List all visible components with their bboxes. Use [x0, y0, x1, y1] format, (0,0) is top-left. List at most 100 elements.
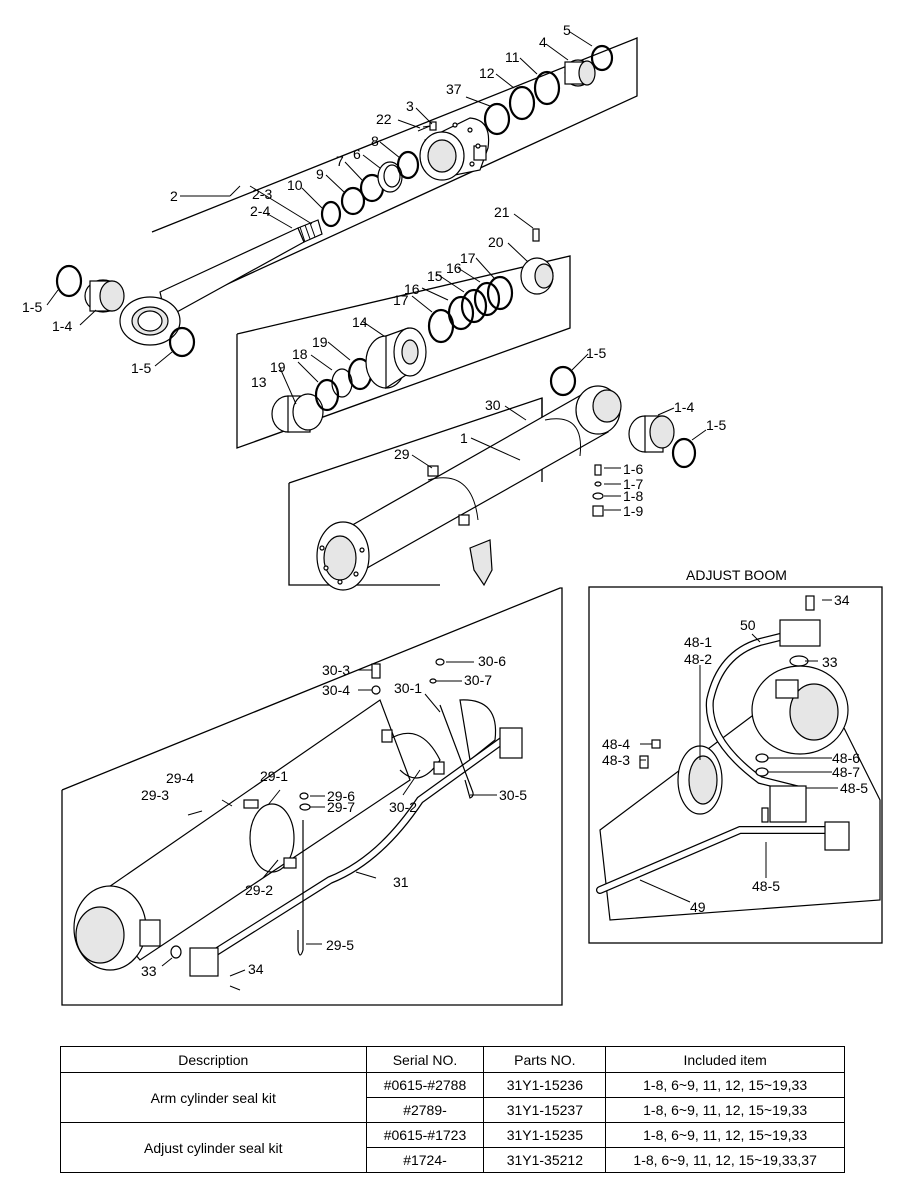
- parts-no-cell: 31Y1-15236: [483, 1072, 607, 1098]
- panel-frames: [61, 37, 883, 1006]
- callout-29: 29: [394, 446, 410, 462]
- cylinder-head-parts: [320, 44, 614, 228]
- callout-1-9: 1-9: [623, 503, 643, 519]
- adjust-boom-title: ADJUST BOOM: [686, 567, 787, 583]
- callout-19: 19: [270, 359, 286, 375]
- table-row: Arm cylinder seal kit #0615-#2788 31Y1-1…: [60, 1072, 845, 1123]
- callout-18: 18: [292, 346, 308, 362]
- included-item-cell: 1-8, 6~9, 11, 12, 15~19,33: [605, 1072, 845, 1098]
- callout-30: 30: [485, 397, 501, 413]
- callout-29-7: 29-7: [327, 799, 355, 815]
- kit-description: Adjust cylinder seal kit: [60, 1122, 367, 1173]
- callout-48-6: 48-6: [832, 750, 860, 766]
- header-description: Description: [60, 1046, 367, 1073]
- serial-no-cell: #1724-: [365, 1147, 485, 1173]
- callout-8: 8: [371, 133, 379, 149]
- callout-34: 34: [834, 592, 850, 608]
- callout-1-5: 1-5: [22, 299, 42, 315]
- callout-labels: 1 1-4 1-4 1-5 1-5 1-5 1-5 1-6 1-7 1-8 1-…: [22, 22, 868, 979]
- callout-49: 49: [690, 899, 706, 915]
- rod-end-bushings: [55, 264, 196, 358]
- included-item-cell: 1-8, 6~9, 11, 12, 15~19,33,37: [605, 1147, 845, 1173]
- callout-50: 50: [740, 617, 756, 633]
- kit-description: Arm cylinder seal kit: [60, 1072, 367, 1123]
- serial-no-cell: #0615-#2788: [365, 1072, 485, 1098]
- callout-10: 10: [287, 177, 303, 193]
- serial-no-cell: #0615-#1723: [365, 1122, 485, 1148]
- piston-rod-assembly: [119, 219, 323, 346]
- callout-2: 2: [170, 188, 178, 204]
- exploded-parts-diagram: 1 1-4 1-4 1-5 1-5 1-5 1-5 1-6 1-7 1-8 1-…: [22, 22, 883, 1006]
- callout-9: 9: [316, 166, 324, 182]
- callout-16: 16: [446, 260, 462, 276]
- callout-7: 7: [336, 153, 344, 169]
- seal-kit-table: Description Serial NO. Parts NO. Include…: [60, 1046, 845, 1173]
- table-header-row: Description Serial NO. Parts NO. Include…: [60, 1046, 845, 1073]
- callout-1-6: 1-6: [623, 461, 643, 477]
- callout-20: 20: [488, 234, 504, 250]
- callout-33: 33: [822, 654, 838, 670]
- callout-12: 12: [479, 65, 495, 81]
- callout-30-4: 30-4: [322, 682, 350, 698]
- callout-11: 11: [505, 49, 520, 65]
- callout-33: 33: [141, 963, 157, 979]
- pipe-detail-view: [73, 658, 523, 991]
- callout-48-1: 48-1: [684, 634, 712, 650]
- included-item-cell: 1-8, 6~9, 11, 12, 15~19,33: [605, 1122, 845, 1148]
- callout-1-7: 1-7: [623, 476, 643, 492]
- callout-17: 17: [460, 250, 476, 266]
- callout-30-7: 30-7: [464, 672, 492, 688]
- callout-1-5: 1-5: [586, 345, 606, 361]
- header-serial-no: Serial NO.: [365, 1046, 485, 1073]
- callout-29-1: 29-1: [260, 768, 288, 784]
- callout-29-6: 29-6: [327, 788, 355, 804]
- parts-no-cell: 31Y1-15237: [483, 1097, 607, 1123]
- cylinder-tube: [316, 365, 697, 591]
- callout-2-4: 2-4: [250, 203, 270, 219]
- header-included-item: Included item: [605, 1046, 845, 1073]
- callout-30-5: 30-5: [499, 787, 527, 803]
- callout-48-3: 48-3: [602, 752, 630, 768]
- parts-no-cell: 31Y1-15235: [483, 1122, 607, 1148]
- callout-3: 3: [406, 98, 414, 114]
- callout-30-2: 30-2: [389, 799, 417, 815]
- callout-34: 34: [248, 961, 264, 977]
- callout-19: 19: [312, 334, 328, 350]
- callout-22: 22: [376, 111, 392, 127]
- callout-48-5: 48-5: [752, 878, 780, 894]
- piston-parts: [271, 228, 554, 433]
- table-row: Adjust cylinder seal kit #0615-#1723 31Y…: [60, 1122, 845, 1173]
- callout-30-1: 30-1: [394, 680, 422, 696]
- serial-no-cell: #2789-: [365, 1097, 485, 1123]
- callout-14: 14: [352, 314, 368, 330]
- callout-1: 1: [460, 430, 468, 446]
- callout-30-6: 30-6: [478, 653, 506, 669]
- table-row: #2789- 31Y1-15237 1-8, 6~9, 11, 12, 15~1…: [61, 1097, 845, 1123]
- callout-1-4: 1-4: [52, 318, 72, 334]
- callout-30-3: 30-3: [322, 662, 350, 678]
- callout-1-8: 1-8: [623, 488, 643, 504]
- callout-31: 31: [393, 874, 409, 890]
- callout-17: 17: [393, 292, 409, 308]
- callout-48-5: 48-5: [840, 780, 868, 796]
- callout-37: 37: [446, 81, 462, 97]
- adjust-boom-detail-view: [596, 595, 881, 921]
- included-item-cell: 1-8, 6~9, 11, 12, 15~19,33: [605, 1097, 845, 1123]
- callout-6: 6: [353, 146, 361, 162]
- callout-1-5: 1-5: [706, 417, 726, 433]
- callout-2-3: 2-3: [252, 186, 272, 202]
- leader-lines: [46, 31, 838, 977]
- callout-15: 15: [427, 268, 443, 284]
- callout-29-3: 29-3: [141, 787, 169, 803]
- callout-29-4: 29-4: [166, 770, 194, 786]
- callout-4: 4: [539, 34, 547, 50]
- callout-29-5: 29-5: [326, 937, 354, 953]
- callout-48-4: 48-4: [602, 736, 630, 752]
- callout-29-2: 29-2: [245, 882, 273, 898]
- callout-48-2: 48-2: [684, 651, 712, 667]
- callout-13: 13: [251, 374, 267, 390]
- callout-5: 5: [563, 22, 571, 38]
- callout-16: 16: [404, 281, 420, 297]
- callout-1-4: 1-4: [674, 399, 694, 415]
- header-parts-no: Parts NO.: [483, 1046, 607, 1073]
